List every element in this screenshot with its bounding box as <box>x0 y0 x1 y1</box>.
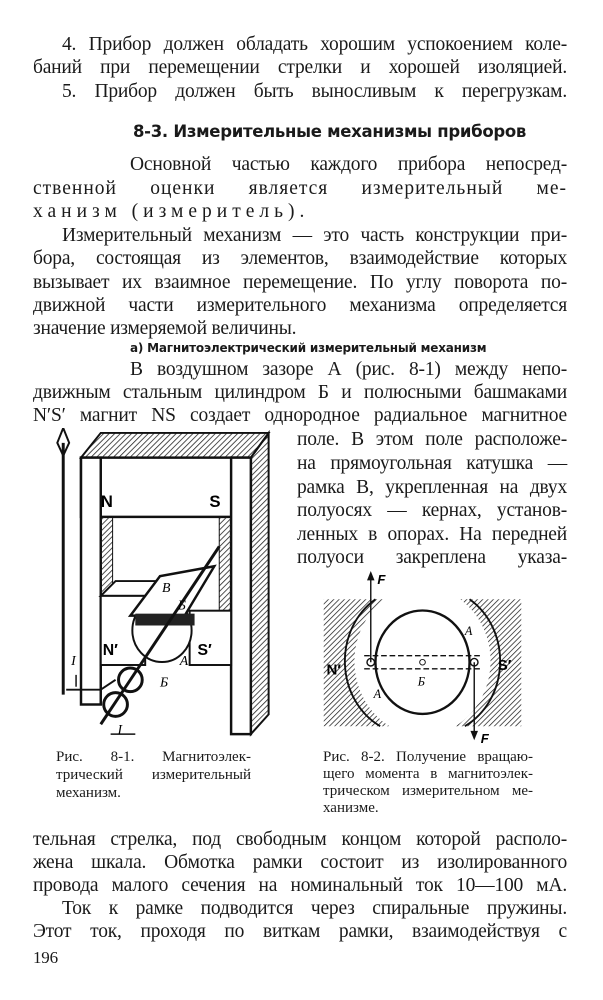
figure-2-caption-line: Рис. 8-2. Получение вращаю- <box>323 749 533 765</box>
paragraph-line: рамка В, укрепленная на двух <box>297 477 567 498</box>
list-item-5: 5. Прибор должен быть выносливым к перег… <box>62 81 567 102</box>
subsection-heading: а) Магнитоэлектрический измерительный ме… <box>130 341 487 355</box>
list-item-4-line2: баний при перемещении стрелки и хорошей … <box>33 57 567 78</box>
paragraph-line: N′S′ магнит NS создает однородное радиал… <box>33 405 567 426</box>
paragraph-line: поле. В этом поле расположе- <box>297 429 567 450</box>
figure-8-1-magnetoelectric-mechanism: N S N′ S′ В Б Б А I I <box>56 428 271 737</box>
paragraph-line: ленных в опорах. На передней <box>297 524 567 545</box>
paragraph-line: провода малого сечения на номинальный то… <box>33 875 567 896</box>
label-force-top: F <box>377 572 386 587</box>
paragraph-line: на прямоугольная катушка — <box>297 453 567 474</box>
label-current-2: I <box>117 722 124 737</box>
paragraph-line: жена шкала. Обмотка рамки состоит из изо… <box>33 852 567 873</box>
paragraph-line: тельная стрелка, под свободным концом ко… <box>33 829 567 850</box>
paragraph-line: полуоси закреплена указа- <box>297 547 567 568</box>
paragraph-line: бора, состоящая из элементов, взаимодейс… <box>33 248 567 269</box>
label-force-bottom: F <box>481 731 490 745</box>
paragraph-line: значение измеряемой величины. <box>33 318 297 339</box>
paragraph-line: Ток к рамке подводится через спиральные … <box>62 898 567 919</box>
label-current-1: I <box>70 653 77 668</box>
label-b: В <box>162 580 171 595</box>
label-gap-a1: А <box>373 687 382 701</box>
figure-1-caption-line: Рис. 8-1. Магнитоэлек- <box>56 749 251 765</box>
paragraph-line: движной части измерительного механизма о… <box>33 295 567 316</box>
label-n-prime: N′ <box>327 661 342 678</box>
label-n: N <box>101 492 113 511</box>
label-s-prime: S′ <box>498 657 512 674</box>
figure-2-caption-line: щего момента в магнитоэлек- <box>323 766 533 782</box>
figure-2-caption-line: трическом измерительном ме- <box>323 783 533 799</box>
paragraph-line: В воздушном зазоре А (рис. 8-1) между не… <box>130 359 567 380</box>
label-cylinder-2: Б <box>159 675 168 690</box>
paragraph-line: ственной оценки является измерительный м… <box>33 178 567 199</box>
label-s: S <box>209 492 220 511</box>
label-gap-a2: А <box>464 624 473 638</box>
paragraph-line: Этот ток, проходя по виткам рамки, взаим… <box>33 921 567 942</box>
list-item-4-line1: 4. Прибор должен обладать хорошим успоко… <box>62 34 567 55</box>
section-heading: 8-3. Измерительные механизмы приборов <box>133 122 527 141</box>
label-cylinder: Б <box>177 598 186 613</box>
paragraph-line: ханизм (измеритель). <box>33 201 310 222</box>
label-s-prime: S′ <box>198 642 213 659</box>
paragraph-line: Измерительный механизм — это часть конст… <box>62 225 567 246</box>
figure-2-caption-line: ханизме. <box>323 800 379 816</box>
paragraph-line: Основной частью каждого прибора непосред… <box>130 154 567 175</box>
paragraph-line: движным стальным цилиндром Б и полюсными… <box>33 382 567 403</box>
figure-8-2-torque-diagram: F F N′ S′ А А Б <box>323 571 522 745</box>
label-a: А <box>179 653 189 668</box>
figure-1-caption-line: механизм. <box>56 785 121 801</box>
page-number: 196 <box>33 948 58 967</box>
figure-1-caption-line: трический измерительный <box>56 767 251 783</box>
paragraph-line: полуосях — кернах, установ- <box>297 500 567 521</box>
label-n-prime: N′ <box>103 642 118 659</box>
label-cylinder: Б <box>417 675 425 689</box>
paragraph-line: вызывает их взаимное перемещение. По угл… <box>33 272 567 293</box>
